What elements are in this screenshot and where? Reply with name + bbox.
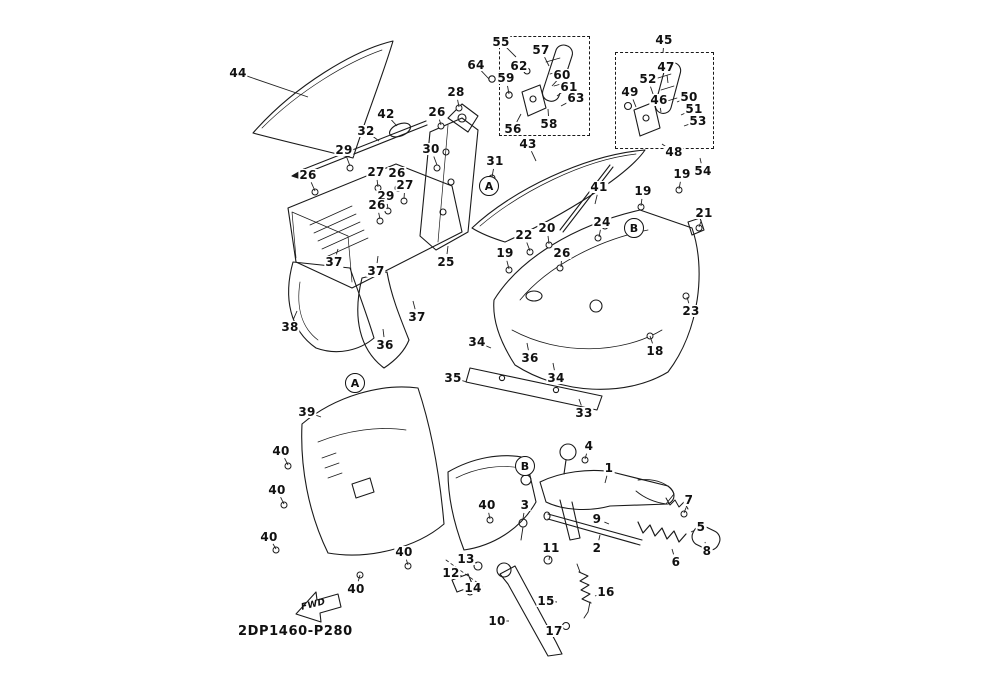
part-callout-36: 36 (375, 338, 395, 352)
part-callout-51: 51 (684, 102, 704, 116)
ref-marker-B: B (624, 218, 644, 238)
ref-marker-B: B (515, 456, 535, 476)
drawing-number: 2DP1460-P280 (238, 624, 353, 639)
part-callout-26: 26 (427, 105, 447, 119)
part-callout-36: 36 (520, 351, 540, 365)
part-callout-16: 16 (596, 585, 616, 599)
part-callout-40: 40 (271, 444, 291, 458)
part-callout-1: 1 (603, 461, 615, 475)
part-callout-8: 8 (701, 544, 713, 558)
part-callout-7: 7 (683, 493, 695, 507)
part-callout-21: 21 (694, 206, 714, 220)
part-callout-18: 18 (645, 344, 665, 358)
part-callout-22: 22 (514, 228, 534, 242)
part-callout-19: 19 (633, 184, 653, 198)
part-callout-40: 40 (259, 530, 279, 544)
part-callout-59: 59 (496, 71, 516, 85)
ref-marker-A: A (345, 373, 365, 393)
part-callout-19: 19 (672, 167, 692, 181)
part-callout-41: 41 (589, 180, 609, 194)
part-callout-40: 40 (267, 483, 287, 497)
part-callout-26: 26 (298, 168, 318, 182)
part-callout-4: 4 (583, 439, 595, 453)
part-callout-27: 27 (395, 178, 415, 192)
part-callout-48: 48 (664, 145, 684, 159)
part-callout-27: 27 (366, 165, 386, 179)
part-callout-40: 40 (477, 498, 497, 512)
part-callout-45: 45 (654, 33, 674, 47)
part-callout-63: 63 (566, 91, 586, 105)
part-callout-29: 29 (334, 143, 354, 157)
part-callout-42: 42 (376, 107, 396, 121)
part-callout-57: 57 (531, 43, 551, 57)
part-callout-56: 56 (503, 122, 523, 136)
part-callout-3: 3 (519, 498, 531, 512)
part-callout-37: 37 (366, 264, 386, 278)
part-callout-5: 5 (695, 520, 707, 534)
part-callout-30: 30 (421, 142, 441, 156)
ref-marker-A: A (479, 176, 499, 196)
part-callout-58: 58 (539, 117, 559, 131)
part-callout-40: 40 (346, 582, 366, 596)
part-callout-24: 24 (592, 215, 612, 229)
part-callout-19: 19 (495, 246, 515, 260)
part-callout-35: 35 (443, 371, 463, 385)
part-callout-26: 26 (552, 246, 572, 260)
part-callout-53: 53 (688, 114, 708, 128)
part-callout-17: 17 (544, 624, 564, 638)
part-callout-31: 31 (485, 154, 505, 168)
part-callout-9: 9 (591, 512, 603, 526)
part-callout-6: 6 (670, 555, 682, 569)
part-callout-32: 32 (356, 124, 376, 138)
part-callout-47: 47 (656, 60, 676, 74)
part-callout-43: 43 (518, 137, 538, 151)
part-callout-25: 25 (436, 255, 456, 269)
part-callout-46: 46 (649, 93, 669, 107)
part-callout-33: 33 (574, 406, 594, 420)
part-callout-50: 50 (679, 90, 699, 104)
part-callout-2: 2 (591, 541, 603, 555)
part-callout-38: 38 (280, 320, 300, 334)
part-callout-40: 40 (394, 545, 414, 559)
part-callout-10: 10 (487, 614, 507, 628)
part-callout-20: 20 (537, 221, 557, 235)
part-callout-34: 34 (546, 371, 566, 385)
part-callout-26: 26 (367, 198, 387, 212)
part-callout-55: 55 (491, 35, 511, 49)
part-callout-37: 37 (407, 310, 427, 324)
part-callout-13: 13 (456, 552, 476, 566)
part-callout-39: 39 (297, 405, 317, 419)
part-callout-34: 34 (467, 335, 487, 349)
part-callout-28: 28 (446, 85, 466, 99)
part-callout-11: 11 (541, 541, 561, 555)
part-callout-37: 37 (324, 255, 344, 269)
assembly-group-box-1 (499, 36, 590, 136)
part-callout-44: 44 (228, 66, 248, 80)
part-callout-14: 14 (463, 581, 483, 595)
part-callout-54: 54 (693, 164, 713, 178)
part-callout-15: 15 (536, 594, 556, 608)
part-callout-23: 23 (681, 304, 701, 318)
part-callout-49: 49 (620, 85, 640, 99)
part-callout-12: 12 (441, 566, 461, 580)
part-callout-64: 64 (466, 58, 486, 72)
part-callout-52: 52 (638, 72, 658, 86)
